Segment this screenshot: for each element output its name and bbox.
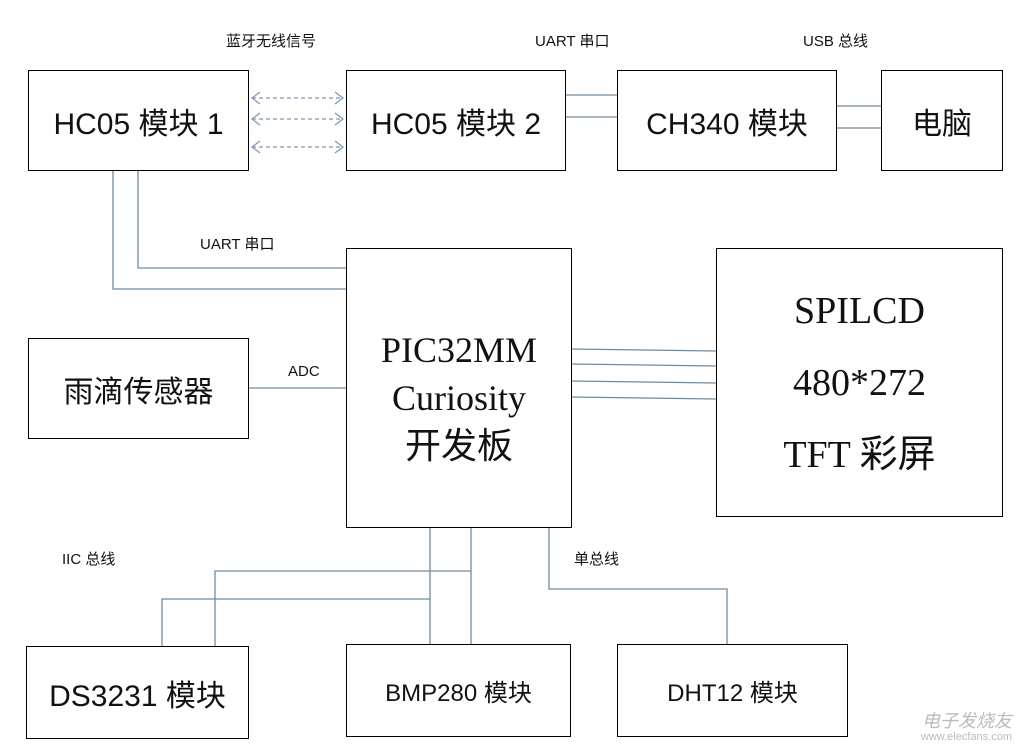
pic-board-label: 开发板 (404, 426, 513, 466)
iic-lines (161, 527, 472, 646)
bmp280-module: BMP280 模块 (346, 644, 571, 737)
bluetooth-links (251, 91, 344, 154)
ds3231-module: DS3231 模块 (26, 646, 249, 739)
uart-hc05-pic-lines (112, 170, 346, 290)
hc05-module-1: HC05 模块 1 (28, 70, 249, 171)
spi-lines (570, 348, 717, 400)
pic32mm-board: PIC32MM Curiosity 开发板 (346, 248, 572, 528)
dht12-module: DHT12 模块 (617, 644, 848, 737)
watermark: 电子发烧友 www.elecfans.com (920, 711, 1012, 745)
watermark-title: 电子发烧友 (922, 711, 1012, 731)
usb-label: USB 总线 (803, 33, 869, 50)
lcd-type: TFT 彩屏 (783, 433, 936, 476)
single-bus-label: 单总线 (574, 551, 620, 568)
ch340-module: CH340 模块 (617, 70, 837, 171)
iic-label: IIC 总线 (62, 551, 116, 568)
uart-left-label: UART 串口 (200, 236, 275, 253)
single-bus-line (548, 527, 728, 644)
watermark-url: www.elecfans.com (920, 731, 1012, 743)
pic-title: PIC32MM (380, 330, 538, 370)
lcd-title: SPILCD (794, 289, 925, 332)
pc-box: 电脑 (881, 70, 1003, 171)
spilcd-screen: SPILCD 480*272 TFT 彩屏 (716, 248, 1003, 517)
uart-top-label: UART 串口 (535, 33, 610, 50)
adc-label: ADC (288, 363, 320, 380)
lcd-resolution: 480*272 (793, 361, 926, 404)
pic-subtitle: Curiosity (391, 378, 526, 418)
rain-sensor: 雨滴传感器 (28, 338, 249, 439)
usb-lines (836, 105, 881, 129)
bluetooth-label: 蓝牙无线信号 (226, 33, 317, 50)
uart-hc05-ch340-lines (565, 94, 617, 118)
hc05-module-2: HC05 模块 2 (346, 70, 566, 171)
